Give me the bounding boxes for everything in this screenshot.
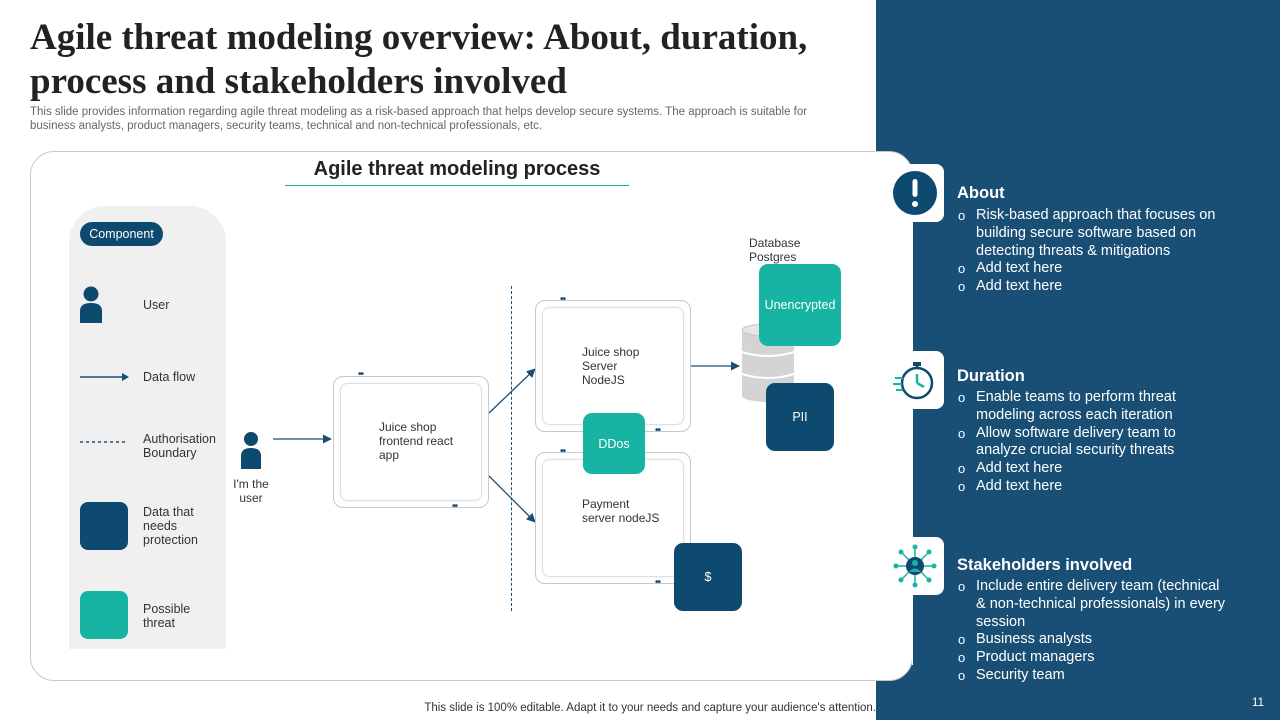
- connector-line-3: [912, 595, 913, 665]
- user-label: I'm the user: [233, 477, 269, 505]
- legend-panel: [69, 206, 226, 649]
- payment-node-inner: [542, 459, 684, 577]
- payment-data-box: $: [674, 543, 742, 611]
- stakeholders-item: Product managers: [957, 649, 1227, 667]
- duration-list: Enable teams to perform threat modeling …: [957, 389, 1227, 496]
- legend-component-pill: Component: [80, 222, 163, 246]
- ddos-threat-box: DDos: [583, 413, 645, 474]
- server-dots-top: ••: [560, 294, 566, 305]
- legend-boundary-label: Authorisation Boundary: [143, 432, 216, 460]
- process-title: Agile threat modeling process: [285, 158, 629, 186]
- pii-data-box: PII: [766, 383, 834, 451]
- payment-dots-top: ••: [560, 446, 566, 457]
- slide-title: Agile threat modeling overview: About, d…: [30, 17, 808, 102]
- stakeholders-item: Business analysts: [957, 631, 1227, 649]
- payment-label: Payment server nodeJS: [582, 497, 660, 525]
- legend-user-label: User: [143, 298, 170, 312]
- duration-icon-tile: [886, 351, 944, 409]
- about-heading: About: [957, 184, 1005, 202]
- stakeholders-item: Include entire delivery team (technical …: [957, 578, 1227, 631]
- connector-line-2: [912, 408, 913, 537]
- stakeholders-item: Security team: [957, 667, 1227, 685]
- duration-item: Allow software delivery team to analyze …: [957, 425, 1227, 461]
- legend-protected-label: Data that needs protection: [143, 505, 198, 547]
- exclamation-icon: [893, 171, 937, 215]
- frontend-dots-bottom: ••: [452, 501, 458, 512]
- about-item: Add text here: [957, 260, 1227, 278]
- connector-line-1: [912, 222, 913, 351]
- legend-threat-label: Possible threat: [143, 602, 191, 630]
- stakeholders-list: Include entire delivery team (technical …: [957, 578, 1227, 685]
- slide-subtitle: This slide provides information regardin…: [30, 106, 808, 132]
- stakeholders-heading: Stakeholders involved: [957, 556, 1133, 574]
- user-icon: [241, 432, 261, 469]
- server-dots-bottom: ••: [655, 425, 661, 436]
- frontend-dots-top: ••: [358, 369, 364, 380]
- duration-item: Enable teams to perform threat modeling …: [957, 389, 1227, 425]
- footer-note: This slide is 100% editable. Adapt it to…: [424, 702, 876, 714]
- about-list: Risk-based approach that focuses on buil…: [957, 207, 1227, 296]
- duration-item: Add text here: [957, 460, 1227, 478]
- about-item: Risk-based approach that focuses on buil…: [957, 207, 1227, 260]
- legend-user-icon: [80, 286, 102, 323]
- duration-item: Add text here: [957, 478, 1227, 496]
- about-icon-tile: [886, 164, 944, 222]
- about-item: Add text here: [957, 278, 1227, 296]
- legend-threat-swatch: [80, 591, 128, 639]
- frontend-node-inner: [340, 383, 482, 501]
- database-label: Database Postgres: [749, 236, 801, 264]
- frontend-label: Juice shop frontend react app: [379, 420, 454, 462]
- duration-heading: Duration: [957, 367, 1025, 385]
- legend-boundary-line-icon: [80, 441, 128, 443]
- stakeholders-icon-tile: [886, 537, 944, 595]
- authorisation-boundary-line: [511, 286, 512, 611]
- legend-protected-swatch: [80, 502, 128, 550]
- page-number: 11: [1252, 697, 1264, 709]
- legend-dataflow-arrow-icon: [80, 373, 129, 381]
- server-label: Juice shop Server NodeJS: [582, 345, 640, 387]
- legend-dataflow-label: Data flow: [143, 370, 196, 384]
- stopwatch-icon: [893, 362, 934, 400]
- payment-dots-bottom: ••: [655, 577, 661, 588]
- server-node-inner: [542, 307, 684, 425]
- unencrypted-threat-box: Unencrypted: [759, 264, 841, 346]
- network-people-icon: [893, 544, 937, 588]
